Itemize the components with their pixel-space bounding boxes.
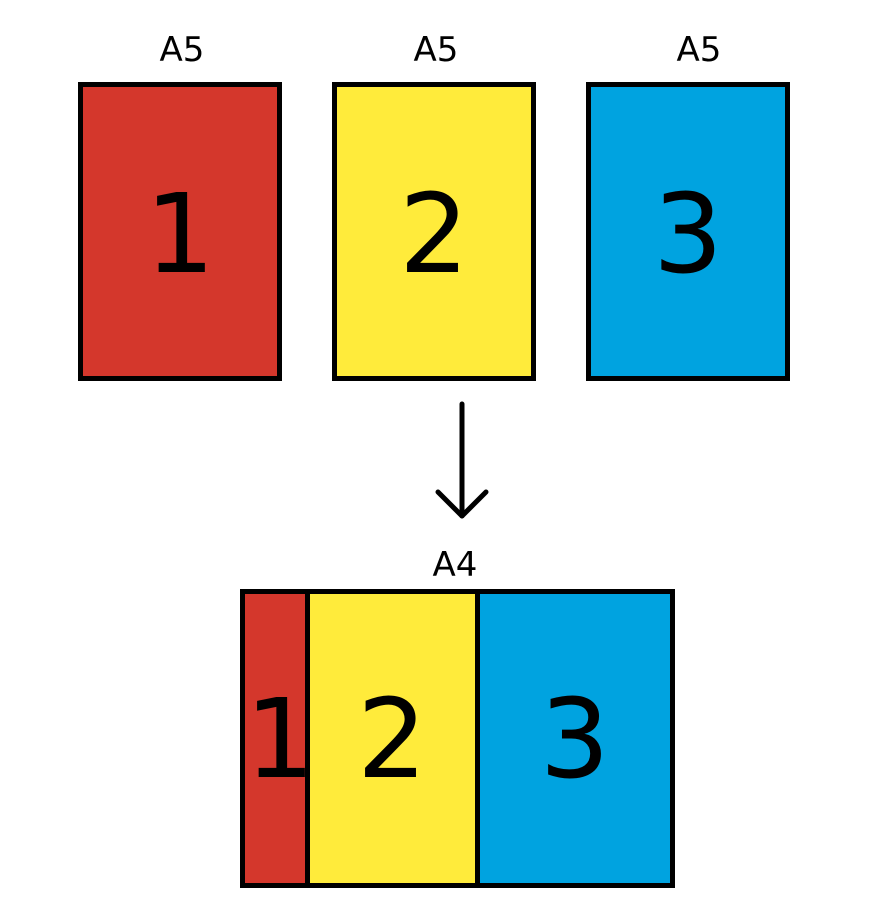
a4-segment-3: 3 bbox=[474, 594, 670, 883]
a5-page-2: 2 bbox=[332, 82, 536, 381]
page-1-size-label: A5 bbox=[159, 30, 205, 70]
page-1-number: 1 bbox=[145, 170, 215, 298]
arrow-down-icon bbox=[435, 401, 489, 519]
page-2-size-label: A5 bbox=[413, 30, 459, 70]
page-3-size-label: A5 bbox=[676, 30, 722, 70]
a5-page-3: 3 bbox=[586, 82, 790, 381]
segment-2-number: 2 bbox=[357, 674, 427, 803]
a4-sheet: 1 2 3 bbox=[240, 589, 675, 888]
a4-segment-2: 2 bbox=[304, 594, 475, 883]
a5-page-1: 1 bbox=[78, 82, 282, 381]
segment-3-number: 3 bbox=[539, 674, 610, 803]
page-2-number: 2 bbox=[399, 170, 469, 298]
a4-segment-1: 1 bbox=[245, 594, 315, 883]
a4-size-label: A4 bbox=[432, 545, 478, 585]
segment-1-number: 1 bbox=[245, 674, 315, 803]
page-3-number: 3 bbox=[653, 170, 723, 298]
